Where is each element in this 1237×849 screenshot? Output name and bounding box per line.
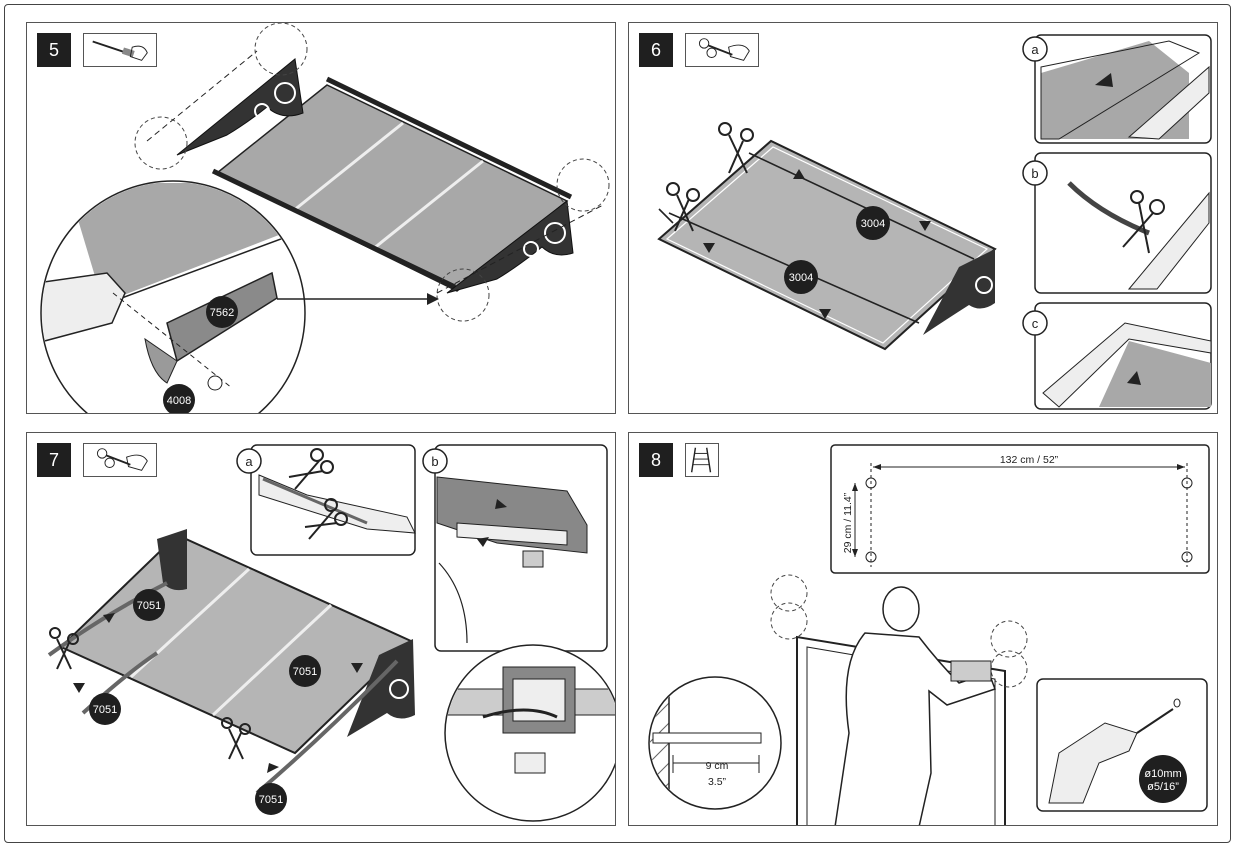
part-4008-badge — [163, 384, 195, 413]
part-3004-label-top: 3004 — [861, 218, 885, 230]
part-4008-label: 4008 — [167, 395, 191, 407]
part-7051-label-1: 7051 — [137, 600, 161, 612]
detail-b-box — [434, 444, 608, 652]
detail-a-label: a — [1031, 42, 1039, 57]
step-7-panel: 7051 7051 7051 7051 a b — [26, 432, 616, 826]
part-7051-badge-3 — [89, 693, 121, 725]
step-6-panel: 3004 3004 a b c 6 — [628, 22, 1218, 414]
part-7051-badge-2 — [289, 655, 321, 687]
part-7051-badge-1 — [133, 589, 165, 621]
depth-in-label: 3.5” — [708, 776, 727, 788]
scissors-hand-icon — [685, 33, 759, 67]
part-7051-label-2: 7051 — [293, 666, 317, 678]
part-7051-badge-4 — [255, 783, 287, 815]
step-5-panel: 7562 4008 5 — [26, 22, 616, 414]
part-3004-badge-top — [856, 206, 890, 240]
detail-b-label: b — [431, 454, 438, 469]
detail-b-box — [1034, 152, 1212, 294]
step-number: 7 — [37, 443, 71, 477]
step-number: 5 — [37, 33, 71, 67]
part-3004-badge-bottom — [784, 260, 818, 294]
width-dimension: 132 cm / 52” — [1000, 454, 1059, 466]
drill-mm-label: ø10mm — [1144, 768, 1181, 780]
hole-pattern-box — [830, 444, 1210, 574]
step-number: 6 — [639, 33, 673, 67]
detail-b-label: b — [1031, 166, 1038, 181]
part-7051-label-3: 7051 — [93, 704, 117, 716]
detail-a-label: a — [245, 454, 253, 469]
depth-cm-label: 9 cm — [706, 760, 729, 772]
step-6-illustration: 3004 3004 a b c — [657, 34, 1212, 410]
part-7051-label-4: 7051 — [259, 794, 283, 806]
step-8-illustration: 132 cm / 52” 29 cm / 11.4” — [648, 444, 1210, 825]
detail-a-box — [250, 444, 416, 556]
part-3004-label-bottom: 3004 — [789, 272, 813, 284]
scissors-hand-icon — [83, 443, 157, 477]
step-number: 8 — [639, 443, 673, 477]
detail-c-box — [1034, 302, 1212, 410]
drill-size-badge — [1139, 755, 1187, 803]
outer-frame — [4, 4, 1231, 843]
height-dimension: 29 cm / 11.4” — [842, 492, 854, 553]
detail-c-label: c — [1032, 316, 1039, 331]
step-7-illustration: 7051 7051 7051 7051 a b — [47, 444, 615, 822]
detail-a-box — [1034, 34, 1212, 144]
ladder-icon — [685, 443, 719, 477]
part-7562-label: 7562 — [210, 307, 234, 319]
step-8-panel: 132 cm / 52” 29 cm / 11.4” — [628, 432, 1218, 826]
drill-in-label: ø5/16” — [1147, 781, 1179, 793]
part-7562-badge — [206, 296, 238, 328]
screwdriver-hand-icon — [83, 33, 157, 67]
step-5-illustration: 7562 4008 — [40, 23, 610, 413]
